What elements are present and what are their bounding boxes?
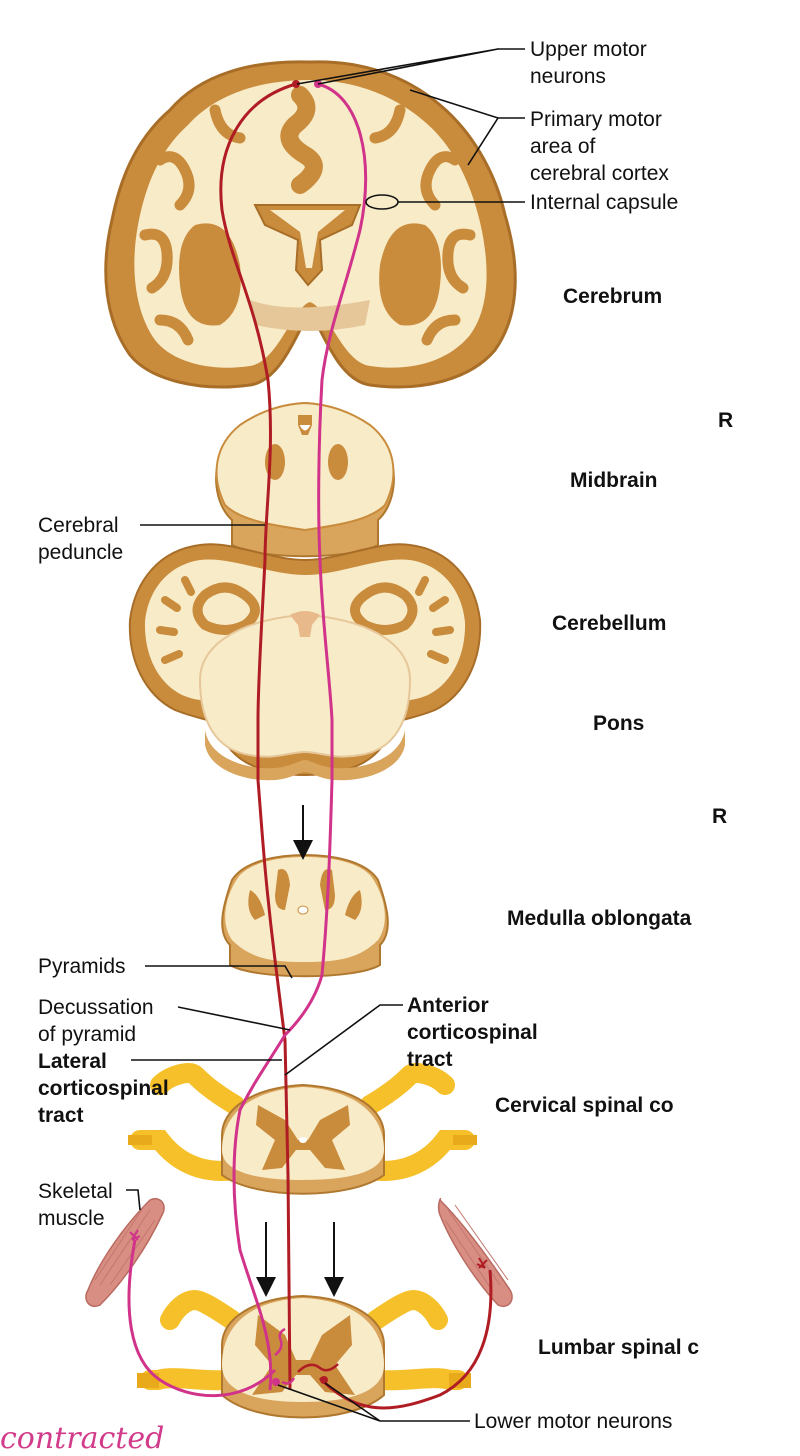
cerebrum-section <box>104 60 517 389</box>
svg-text:Decussation: Decussation <box>38 996 154 1019</box>
svg-text:muscle: muscle <box>38 1207 105 1230</box>
svg-text:cerebral cortex: cerebral cortex <box>530 162 669 185</box>
label-lateral-tract-3: tract <box>38 1104 84 1127</box>
lmn-pink-to-left-muscle <box>127 1239 277 1398</box>
label-upper-motor-neurons-2: neurons <box>530 65 606 88</box>
label-lower-motor-neurons: Lower motor neurons <box>474 1410 672 1433</box>
label-cerebral-peduncle-2: peduncle <box>38 541 123 564</box>
region-labels: Cerebrum R Midbrain Cerebellum Pons R Me… <box>495 285 733 1359</box>
svg-text:Cerebral: Cerebral <box>38 514 119 537</box>
label-decussation-2: of pyramid <box>38 1023 136 1046</box>
labels: Upper motor neurons Primary motor area o… <box>38 38 678 1433</box>
label-cerebral-peduncle-1: Cerebral <box>38 514 119 537</box>
region-pons: Pons <box>593 712 644 735</box>
label-primary-motor-3: cerebral cortex <box>530 162 669 185</box>
lumbar-cord-section <box>137 1289 471 1419</box>
svg-text:peduncle: peduncle <box>38 541 123 564</box>
lmn-red-to-right-muscle <box>318 1269 493 1410</box>
label-internal-capsule: Internal capsule <box>530 191 678 214</box>
label-lateral-tract-2: corticospinal <box>38 1077 169 1100</box>
lateral-tract-red <box>219 82 297 1391</box>
leader-lines <box>126 48 525 1422</box>
label-lateral-tract-1: Lateral <box>38 1050 107 1073</box>
svg-text:tract: tract <box>38 1104 84 1127</box>
label-upper-motor-neurons-1: Upper motor <box>530 38 647 61</box>
svg-text:area of: area of <box>530 135 596 158</box>
svg-text:neurons: neurons <box>530 65 606 88</box>
region-lumbar: Lumbar spinal c <box>538 1336 699 1359</box>
label-primary-motor-2: area of <box>530 135 596 158</box>
label-skeletal-muscle-2: muscle <box>38 1207 105 1230</box>
svg-text:Anterior: Anterior <box>407 994 489 1017</box>
cerebellum-pons-section <box>128 543 482 781</box>
svg-text:corticospinal: corticospinal <box>407 1021 538 1044</box>
handwritten-note: contracted <box>0 1421 164 1456</box>
label-primary-motor-1: Primary motor <box>530 108 662 131</box>
region-cervical: Cervical spinal co <box>495 1094 674 1117</box>
region-medulla: Medulla oblongata <box>507 907 692 930</box>
svg-text:Lateral: Lateral <box>38 1050 107 1073</box>
label-pyramids: Pyramids <box>38 955 126 978</box>
region-midbrain: Midbrain <box>570 469 658 492</box>
label-skeletal-muscle-1: Skeletal <box>38 1180 113 1203</box>
svg-text:corticospinal: corticospinal <box>38 1077 169 1100</box>
svg-text:Skeletal: Skeletal <box>38 1180 113 1203</box>
skeletal-muscle-right <box>437 1198 513 1307</box>
medulla-section <box>221 853 389 978</box>
label-decussation-1: Decussation <box>38 996 154 1019</box>
svg-text:of pyramid: of pyramid <box>38 1023 136 1046</box>
region-cut-r2: R <box>712 805 727 828</box>
cervical-cord-section <box>128 1063 477 1195</box>
region-cerebellum: Cerebellum <box>552 612 666 635</box>
label-anterior-tract-2: corticospinal <box>407 1021 538 1044</box>
svg-text:Primary motor: Primary motor <box>530 108 662 131</box>
svg-text:Upper motor: Upper motor <box>530 38 647 61</box>
svg-text:tract: tract <box>407 1048 453 1071</box>
label-anterior-tract-3: tract <box>407 1048 453 1071</box>
region-cerebrum: Cerebrum <box>563 285 662 308</box>
label-anterior-tract-1: Anterior <box>407 994 489 1017</box>
region-cut-r1: R <box>718 409 733 432</box>
anterior-tract-pink <box>232 82 368 1391</box>
midbrain-section <box>215 401 395 558</box>
